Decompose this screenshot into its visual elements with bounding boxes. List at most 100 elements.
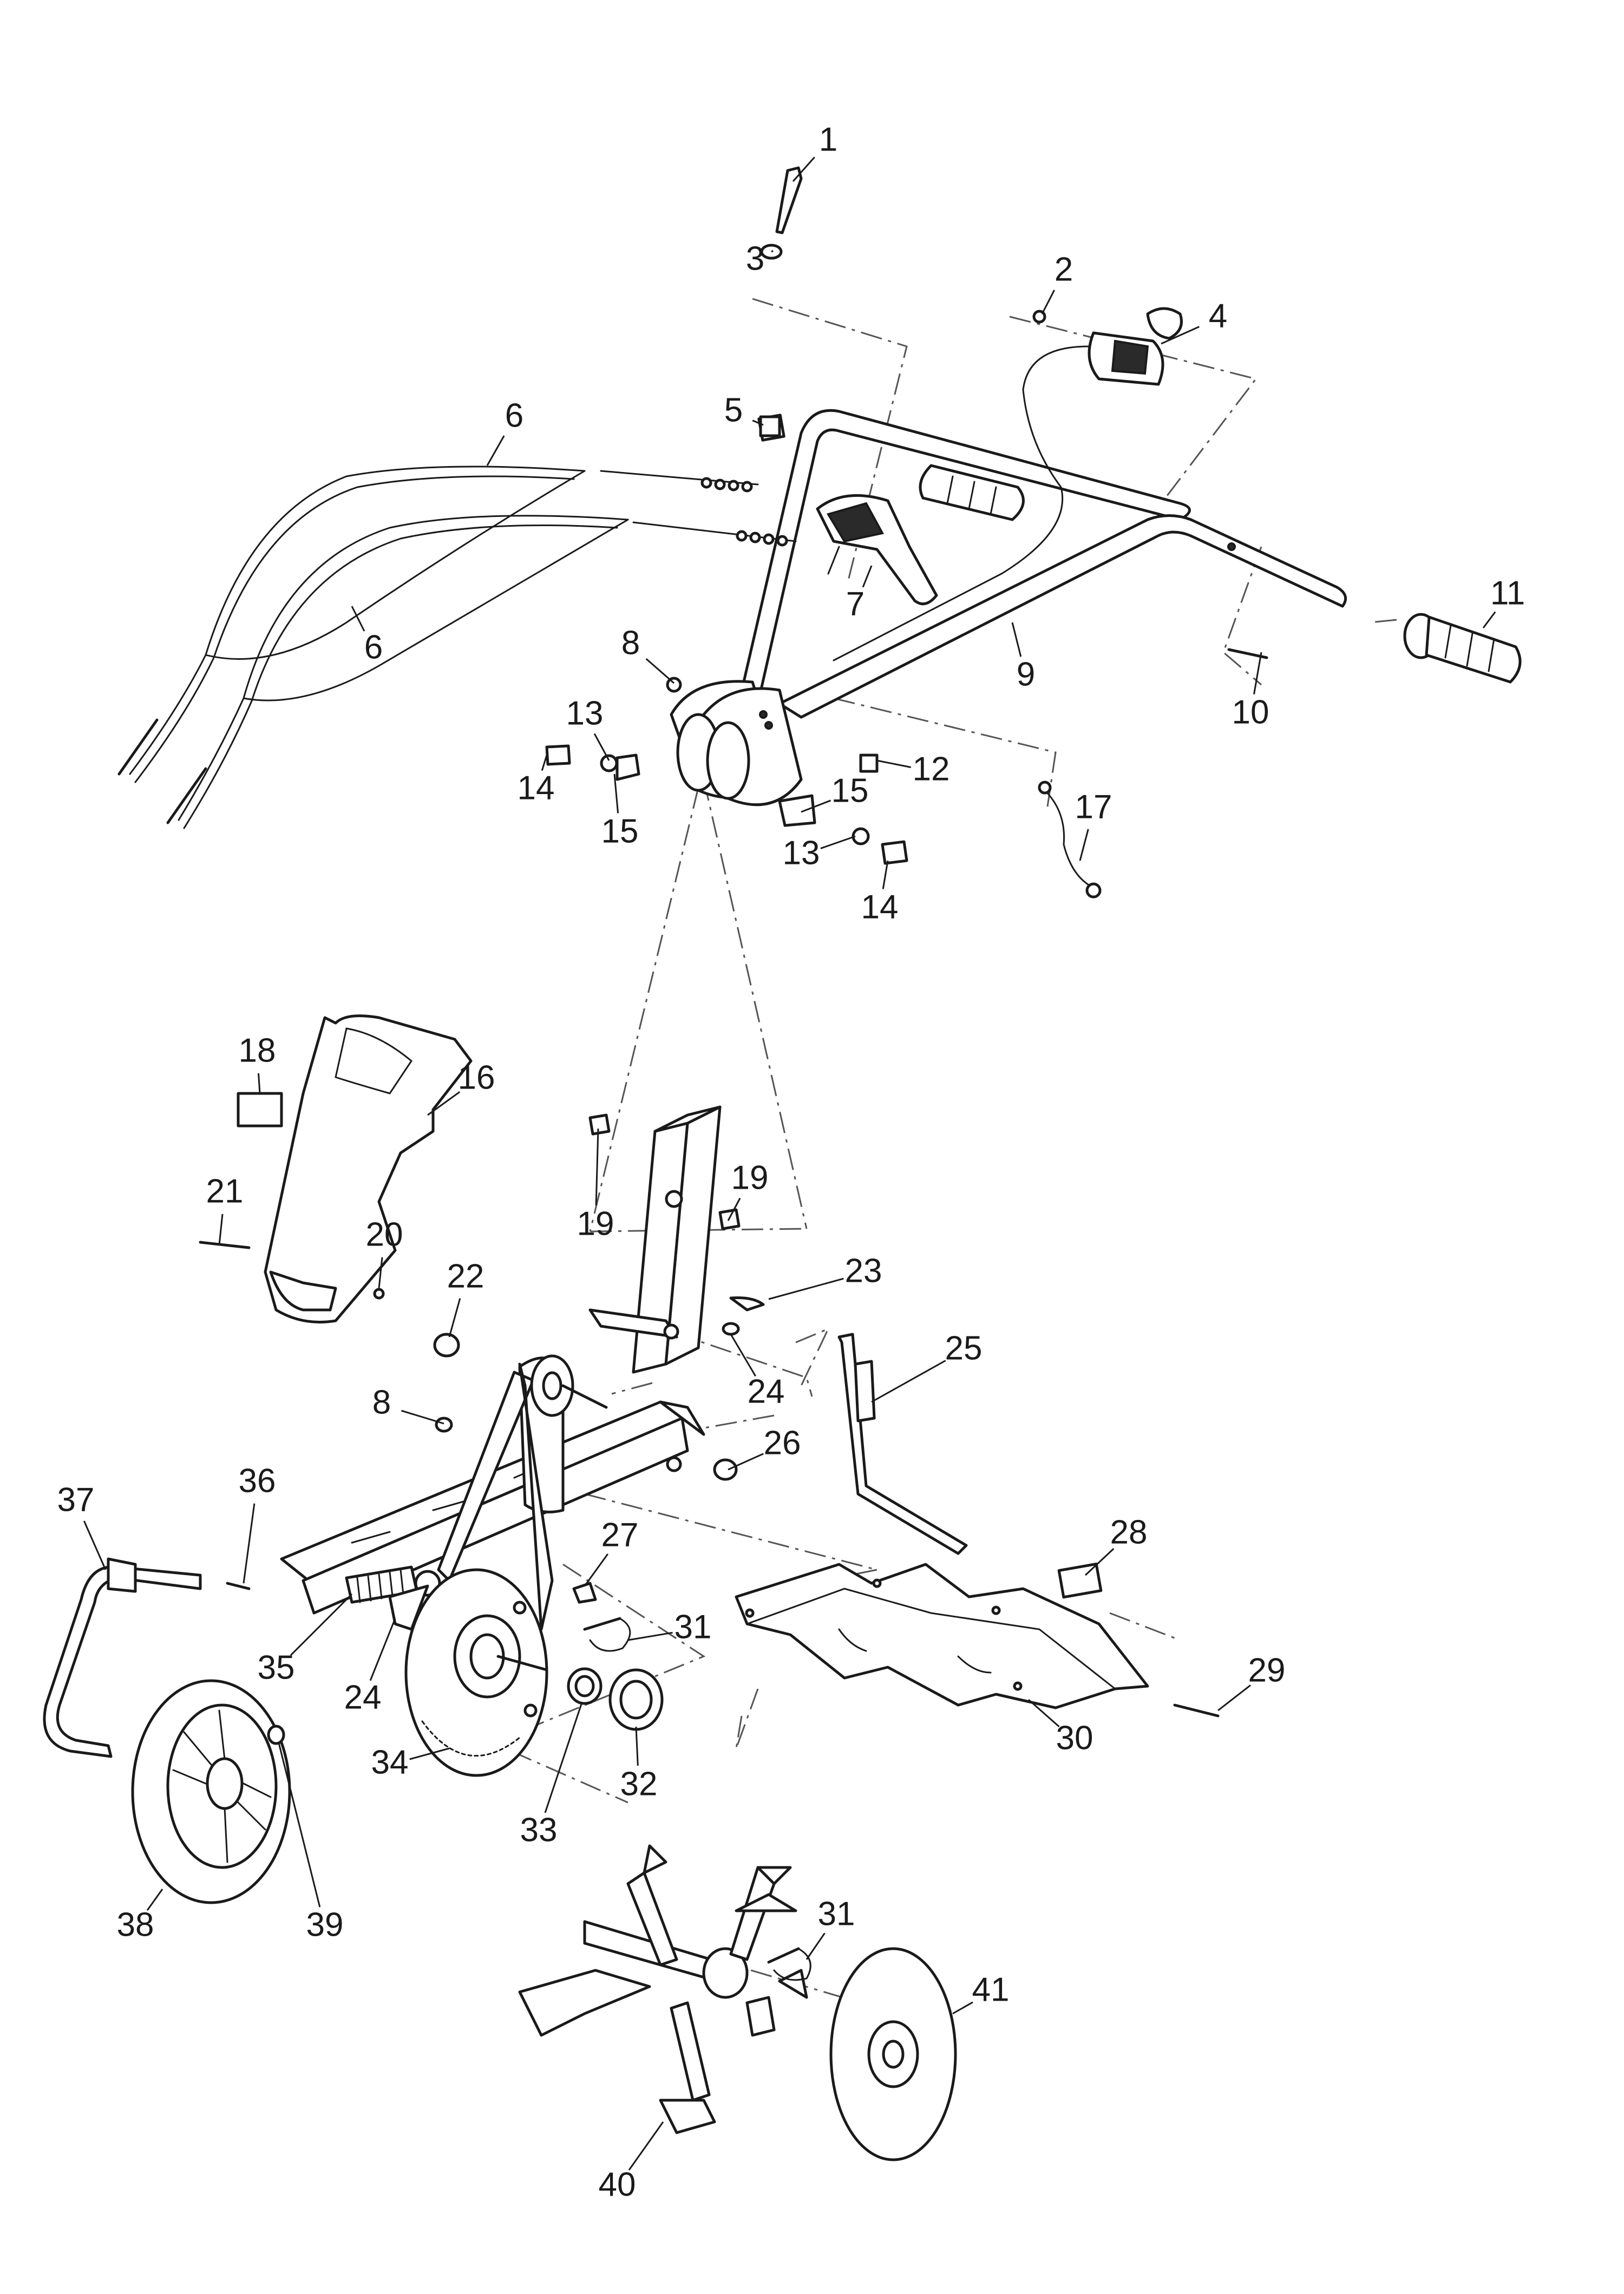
callout-label-29: 29 bbox=[1248, 1651, 1286, 1689]
callout-label-16: 16 bbox=[458, 1059, 495, 1096]
callout-label-34: 34 bbox=[371, 1744, 409, 1781]
callout-leader-13 bbox=[820, 835, 856, 849]
callout-label-30: 30 bbox=[1056, 1719, 1093, 1756]
callout-leader-31 bbox=[627, 1631, 673, 1641]
callout-label-19: 19 bbox=[577, 1205, 614, 1242]
callout-label-7: 7 bbox=[846, 585, 865, 622]
callout-label-37: 37 bbox=[57, 1481, 95, 1518]
callout-leader-32 bbox=[635, 1726, 639, 1766]
callout-label-25: 25 bbox=[945, 1329, 983, 1367]
callout-leader-33 bbox=[544, 1702, 583, 1813]
callout-label-14: 14 bbox=[518, 769, 555, 807]
callout-label-2: 2 bbox=[1055, 251, 1073, 288]
callout-leader-23 bbox=[768, 1277, 844, 1300]
callout-leader-25 bbox=[871, 1360, 946, 1403]
callout-leader-20 bbox=[378, 1257, 383, 1289]
callout-leader-27 bbox=[584, 1553, 609, 1587]
pin-21 bbox=[199, 1241, 251, 1249]
callout-leader-1 bbox=[792, 156, 815, 182]
callout-leader-30 bbox=[1028, 1699, 1060, 1728]
callout-label-28: 28 bbox=[1110, 1513, 1148, 1551]
callout-leader-10 bbox=[1253, 652, 1262, 694]
wire-harness bbox=[1038, 781, 1102, 899]
callout-leader-18 bbox=[258, 1073, 261, 1094]
callout-leader-4 bbox=[1161, 326, 1200, 345]
callout-label-17: 17 bbox=[1075, 788, 1112, 825]
grip-right bbox=[1403, 613, 1522, 684]
callout-leader-14 bbox=[882, 860, 889, 889]
callout-label-31: 31 bbox=[818, 1895, 855, 1932]
callout-label-14: 14 bbox=[861, 888, 899, 926]
callout-leader-15 bbox=[613, 774, 619, 814]
callout-label-9: 9 bbox=[1017, 656, 1035, 693]
callout-label-27: 27 bbox=[601, 1516, 639, 1554]
callout-leader-15 bbox=[801, 799, 831, 813]
callout-label-36: 36 bbox=[239, 1462, 276, 1499]
callout-label-3: 3 bbox=[746, 240, 764, 277]
callout-leader-28 bbox=[1084, 1548, 1115, 1576]
callout-leader-35 bbox=[290, 1593, 353, 1656]
callout-leader-12 bbox=[876, 759, 911, 768]
hardware-middle bbox=[226, 1113, 765, 1731]
throttle-lever bbox=[816, 494, 938, 606]
callout-leader-3 bbox=[771, 250, 774, 253]
callout-label-26: 26 bbox=[764, 1424, 801, 1461]
callout-leader-36 bbox=[243, 1503, 256, 1584]
callout-label-22: 22 bbox=[447, 1257, 484, 1295]
callout-label-38: 38 bbox=[117, 1906, 154, 1943]
callout-label-15: 15 bbox=[831, 772, 869, 809]
callout-leader-13 bbox=[593, 733, 610, 761]
callout-label-15: 15 bbox=[601, 812, 639, 850]
wheel-assembly bbox=[43, 1557, 291, 1904]
throttle-control bbox=[833, 307, 1183, 661]
callout-leader-19 bbox=[727, 1197, 741, 1221]
frame-assembly bbox=[280, 1105, 722, 1777]
bolt-29 bbox=[1173, 1703, 1220, 1718]
callout-label-40: 40 bbox=[599, 2166, 636, 2203]
callout-leader-8 bbox=[401, 1410, 444, 1425]
tine-assembly bbox=[518, 1844, 811, 2134]
callout-label-20: 20 bbox=[366, 1216, 403, 1253]
callout-leader-31 bbox=[806, 1932, 826, 1960]
callout-label-31: 31 bbox=[675, 1608, 712, 1646]
callout-label-8: 8 bbox=[372, 1384, 391, 1421]
depth-bar bbox=[837, 1333, 968, 1555]
callout-layer: 1234566788910111213131414151516171819192… bbox=[57, 121, 1525, 2203]
callout-leader-7 bbox=[862, 565, 873, 588]
callout-leader-40 bbox=[628, 2121, 664, 2171]
callout-leader-16 bbox=[427, 1091, 461, 1116]
callout-leader-38 bbox=[146, 1889, 163, 1911]
callout-label-21: 21 bbox=[206, 1172, 244, 1210]
callout-leader-22 bbox=[448, 1298, 461, 1338]
callout-leader-6 bbox=[351, 606, 365, 632]
callout-label-23: 23 bbox=[845, 1252, 882, 1289]
callout-label-12: 12 bbox=[913, 750, 950, 788]
callout-leader-2 bbox=[1041, 290, 1056, 314]
callout-label-39: 39 bbox=[306, 1906, 344, 1943]
callout-label-35: 35 bbox=[258, 1649, 295, 1686]
callout-leader-17 bbox=[1079, 829, 1089, 861]
callout-label-1: 1 bbox=[819, 121, 837, 158]
callout-label-6: 6 bbox=[505, 397, 523, 434]
callout-leader-26 bbox=[728, 1453, 764, 1471]
belt-cover bbox=[264, 1014, 473, 1323]
callout-leader-24 bbox=[369, 1618, 396, 1681]
screw-20 bbox=[373, 1288, 385, 1300]
callout-label-11: 11 bbox=[1490, 574, 1525, 612]
callout-leader-8 bbox=[645, 658, 675, 684]
callout-label-41: 41 bbox=[972, 1971, 1010, 2008]
callout-leader-5 bbox=[752, 420, 764, 426]
handlebar-assembly bbox=[670, 409, 1347, 807]
callout-leader-14 bbox=[541, 755, 548, 771]
grip-on-bar bbox=[919, 464, 1025, 521]
tine-shield bbox=[735, 1563, 1149, 1709]
callout-label-24: 24 bbox=[748, 1373, 785, 1410]
callout-leader-41 bbox=[952, 2001, 973, 2015]
callout-label-4: 4 bbox=[1209, 297, 1227, 335]
callout-label-13: 13 bbox=[566, 694, 604, 732]
callout-label-8: 8 bbox=[621, 624, 640, 661]
callout-leader-9 bbox=[1011, 622, 1022, 657]
control-cables bbox=[117, 466, 797, 829]
tine-disc bbox=[829, 1947, 957, 2161]
